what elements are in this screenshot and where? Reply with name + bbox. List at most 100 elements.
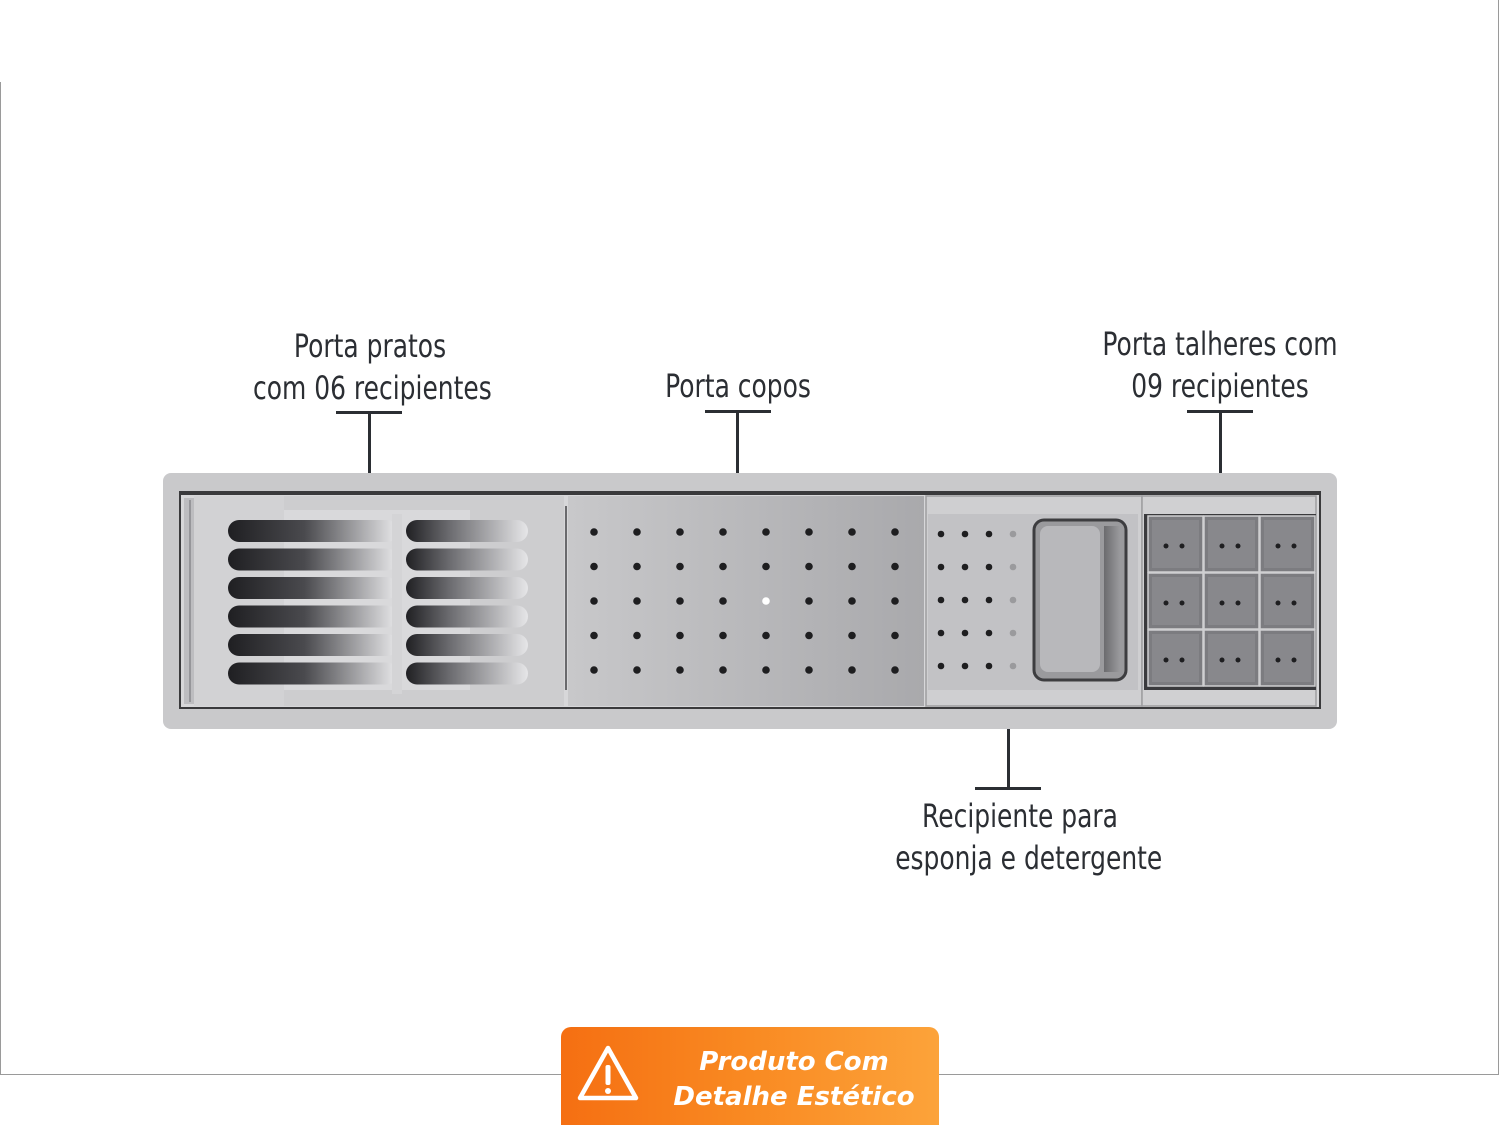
sponge-hole <box>985 563 993 571</box>
sponge-hole <box>961 629 969 637</box>
sponge-hole <box>961 662 969 670</box>
cutlery-hole <box>1275 657 1281 663</box>
cup-hole <box>633 631 641 640</box>
cup-hole <box>719 631 727 640</box>
sponge-hole <box>1009 662 1017 670</box>
badge-line1: Produto Com <box>699 1047 889 1077</box>
cutlery-hole <box>1179 600 1185 606</box>
cup-hole <box>805 597 813 605</box>
cutlery-hole <box>1219 657 1225 663</box>
leader-stem-plates <box>368 412 371 480</box>
cup-hole <box>676 562 684 571</box>
plate-slot <box>406 662 528 685</box>
cup-hole <box>805 631 813 640</box>
plate-slot <box>228 577 398 599</box>
sponge-hole <box>937 563 945 571</box>
plate-slots-left <box>228 520 398 685</box>
cup-hole <box>762 631 770 640</box>
cutlery-hole <box>1235 657 1241 663</box>
leader-bar-sponge <box>975 787 1041 790</box>
cup-hole <box>848 666 856 674</box>
cup-hole <box>848 528 856 536</box>
dish-rack-product-image <box>163 473 1337 729</box>
cutlery-hole <box>1219 600 1225 606</box>
cutlery-hole <box>1291 600 1297 606</box>
cup-hole <box>805 562 813 571</box>
callout-cutlery-holder-line2: 09 recipientes <box>1131 367 1309 405</box>
cup-hole <box>633 528 641 536</box>
page-frame-left-edge <box>0 82 1 1075</box>
cup-hole <box>590 631 598 640</box>
cup-hole <box>719 666 727 674</box>
cup-hole <box>848 631 856 640</box>
callout-plate-rack: Porta pratos com 06 recipientes <box>253 325 492 409</box>
cup-hole <box>805 666 813 674</box>
cup-hole <box>590 562 598 571</box>
leader-stem-cups <box>736 411 739 480</box>
cup-section <box>568 496 924 706</box>
cup-holes <box>590 528 899 674</box>
sponge-hole <box>937 662 945 670</box>
cup-hole <box>891 597 899 605</box>
plate-slot <box>406 605 528 628</box>
cutlery-compartment-floor <box>1152 520 1199 568</box>
callout-plate-rack-line2: com 06 recipientes <box>253 369 492 407</box>
cutlery-hole <box>1163 543 1169 549</box>
cup-hole <box>633 597 641 605</box>
sponge-hole <box>937 629 945 637</box>
cup-hole <box>590 528 598 536</box>
cutlery-hole <box>1179 543 1185 549</box>
cosmetic-defect-badge: Produto Com Detalhe Estético <box>561 1027 939 1125</box>
cup-hole <box>590 597 598 605</box>
cup-hole <box>719 597 727 605</box>
cup-hole <box>891 666 899 674</box>
callout-cup-holder: Porta copos <box>644 365 831 407</box>
cutlery-compartment-floor <box>1152 634 1199 682</box>
plate-slot <box>228 605 398 628</box>
cutlery-hole <box>1275 543 1281 549</box>
cup-hole <box>676 631 684 640</box>
callout-cutlery-holder-line1: Porta talheres com <box>1102 325 1338 363</box>
callout-cutlery-holder: Porta talheres com 09 recipientes <box>1087 323 1352 407</box>
cutlery-hole <box>1163 657 1169 663</box>
plate-slot <box>228 662 398 685</box>
leader-stem-cutlery <box>1219 411 1222 481</box>
warning-triangle-icon <box>577 1045 639 1101</box>
cup-hole <box>805 528 813 536</box>
sponge-hole <box>961 530 969 538</box>
sponge-hole <box>1009 530 1017 538</box>
cutlery-hole <box>1163 600 1169 606</box>
callout-plate-rack-line1: Porta pratos <box>293 327 447 365</box>
cup-hole <box>633 562 641 571</box>
cutlery-compartment-floor <box>1264 634 1311 682</box>
cutlery-hole <box>1291 543 1297 549</box>
sponge-hole <box>985 596 993 604</box>
sponge-hole <box>961 596 969 604</box>
sponge-hole <box>1009 629 1017 637</box>
cutlery-compartment-floor <box>1264 520 1311 568</box>
cutlery-compartment-floor <box>1264 577 1311 625</box>
plate-slot <box>406 577 528 599</box>
cutlery-hole <box>1219 543 1225 549</box>
sponge-hole <box>1009 596 1017 604</box>
cup-hole <box>676 528 684 536</box>
sponge-hole <box>985 629 993 637</box>
callout-sponge-container-line1: Recipiente para <box>922 797 1118 835</box>
callout-sponge-container-line2: esponja e detergente <box>895 839 1163 877</box>
cup-hole <box>719 562 727 571</box>
plate-slot <box>406 548 528 571</box>
plate-slot <box>406 520 528 542</box>
plate-slot <box>406 634 528 656</box>
badge-text: Produto Com Detalhe Estético <box>653 1045 935 1115</box>
badge-line2: Detalhe Estético <box>673 1082 915 1112</box>
cutlery-compartment-floor <box>1208 520 1255 568</box>
cutlery-hole <box>1235 600 1241 606</box>
cup-hole <box>676 597 684 605</box>
leader-stem-sponge <box>1007 720 1010 788</box>
cup-hole <box>590 666 598 674</box>
sponge-hole <box>961 563 969 571</box>
plate-slot <box>228 634 398 656</box>
cutlery-hole <box>1291 657 1297 663</box>
cup-hole <box>848 562 856 571</box>
callout-cup-holder-line1: Porta copos <box>665 367 811 405</box>
